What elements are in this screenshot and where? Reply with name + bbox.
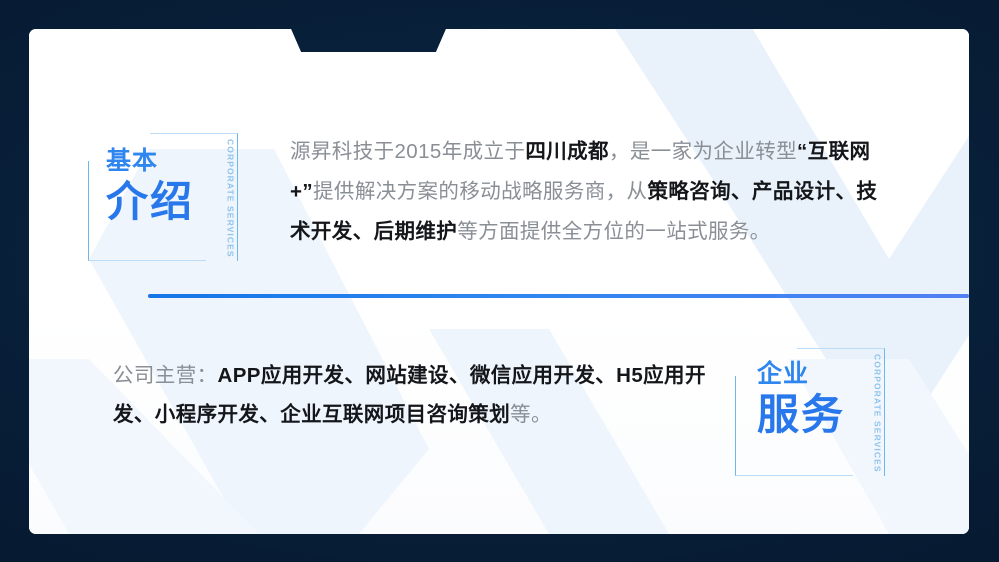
service-title-small: 企业 <box>757 360 810 388</box>
service-paragraph: 公司主营：APP应用开发、网站建设、微信应用开发、H5应用开发、小程序开发、企业… <box>113 364 706 426</box>
intro-paragraph: 源昇科技于2015年成立于四川成都，是一家为企业转型“互联网+”提供解决方案的移… <box>290 140 878 243</box>
intro-vertical-label: CORPORATE SERVICES <box>225 138 236 258</box>
title-block-intro: 基本 介绍 CORPORATE SERVICES <box>88 133 238 261</box>
content-card: 基本 介绍 CORPORATE SERVICES 源昇科技于2015年成立于四川… <box>29 29 969 534</box>
service-title-large: 服务 <box>757 391 846 438</box>
service-vertical-label: CORPORATE SERVICES <box>872 353 883 473</box>
title-block-service: 企业 服务 CORPORATE SERVICES <box>735 348 885 476</box>
intro-title-small: 基本 <box>106 147 159 175</box>
intro-title-large: 介绍 <box>106 178 195 225</box>
section-divider <box>148 294 969 298</box>
